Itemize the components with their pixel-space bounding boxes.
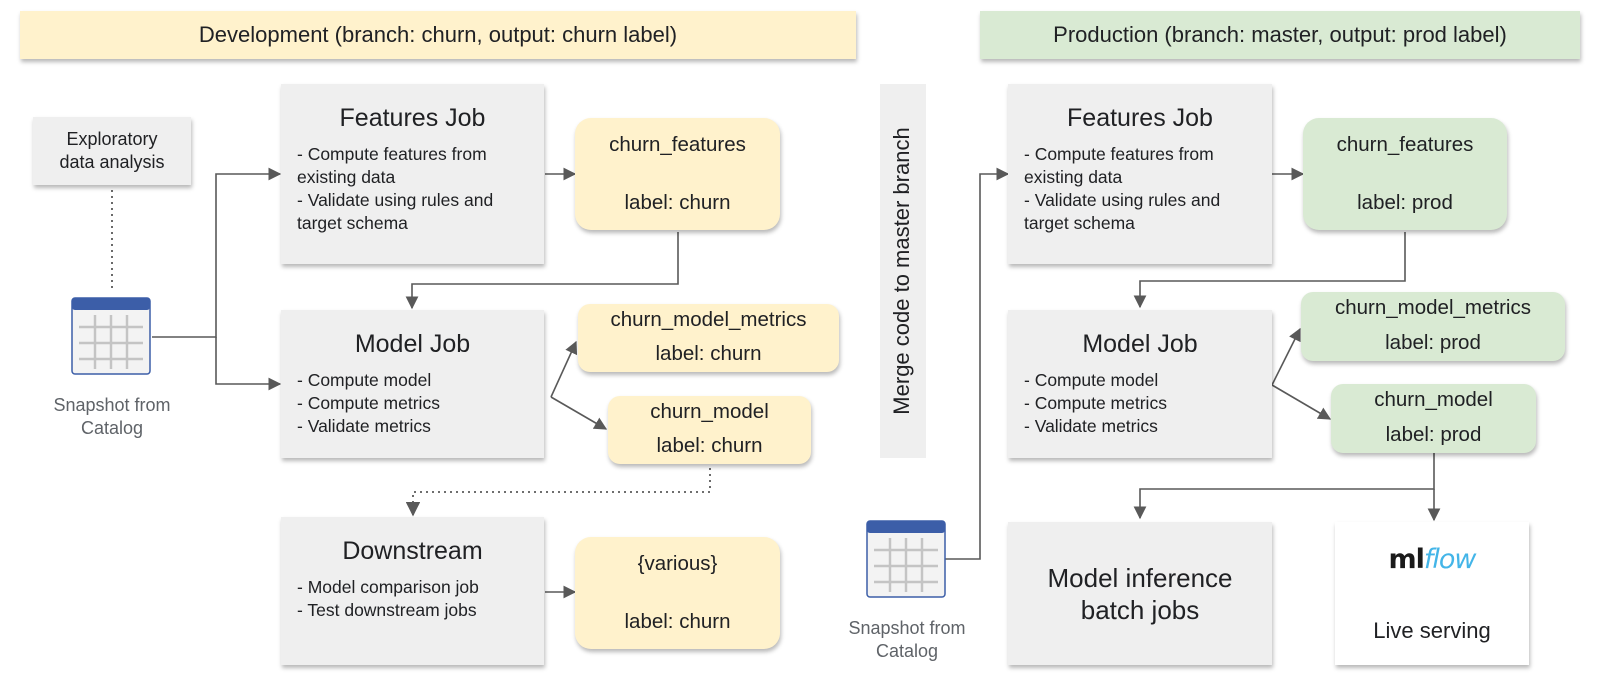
features-job-line: - Validate using rules and [1024, 190, 1221, 210]
eda-line-1: Exploratory [66, 129, 158, 149]
connector-snapshot-to-model [215, 337, 282, 391]
connector-prod-churn-model-to-inference [1133, 453, 1435, 520]
downstream-line: - Model comparison job [297, 577, 479, 597]
connector-prod-model-to-metrics [1271, 327, 1301, 386]
live-serving-box[interactable]: mlflow Live serving [1335, 522, 1529, 665]
features-job-line: - Compute features from [1024, 144, 1214, 164]
connector-model-to-metrics [550, 340, 578, 398]
downstream-lines: - Model comparison job - Test downstream… [297, 576, 528, 622]
model-job-line: - Compute metrics [1024, 393, 1167, 413]
prod-model-job-box[interactable]: Model Job - Compute model - Compute metr… [1008, 310, 1272, 458]
features-job-line: - Validate using rules and [297, 190, 494, 210]
artifact-label: label: churn [624, 191, 731, 214]
artifact-name: churn_features [609, 133, 746, 156]
artifact-name: churn_features [1336, 133, 1474, 156]
mlflow-logo-icon: mlflow [1388, 544, 1477, 575]
artifact-label: label: churn [655, 342, 762, 365]
churn-features-artifact[interactable]: churn_features label: churn [575, 118, 780, 230]
features-job-line: existing data [1024, 167, 1123, 187]
eda-line-2: data analysis [59, 152, 165, 172]
merge-label: Merge code to master branch [889, 127, 914, 415]
snapshot-caption: Snapshot from Catalog [32, 394, 192, 440]
artifact-label: label: prod [1385, 331, 1481, 354]
model-job-lines: - Compute model - Compute metrics - Vali… [1024, 369, 1256, 438]
prod-churn-model-metrics-artifact[interactable]: churn_model_metrics label: prod [1301, 292, 1565, 361]
features-job-line: target schema [1024, 213, 1135, 233]
artifact-name: churn_model [1374, 388, 1493, 411]
snapshot-caption-line-1: Snapshot from [848, 618, 966, 638]
artifact-name: churn_model_metrics [1335, 296, 1531, 319]
model-job-line: - Compute model [297, 370, 432, 390]
artifact-name: churn_model_metrics [610, 308, 807, 331]
production-banner: Production (branch: master, output: prod… [980, 11, 1580, 59]
prod-snapshot-caption: Snapshot from Catalog [827, 617, 987, 663]
features-job-line: - Compute features from [297, 144, 487, 164]
model-job-line: - Compute model [1024, 370, 1159, 390]
inference-line-1: Model inference [1047, 562, 1233, 593]
model-job-lines: - Compute model - Compute metrics - Vali… [297, 369, 528, 438]
downstream-box[interactable]: Downstream - Model comparison job - Test… [281, 517, 544, 665]
downstream-line: - Test downstream jobs [297, 600, 477, 620]
artifact-name: churn_model [650, 400, 769, 423]
downstream-title: Downstream [342, 537, 483, 565]
artifact-name: {various} [637, 552, 718, 575]
table-icon[interactable] [71, 297, 153, 377]
model-inference-box[interactable]: Model inference batch jobs [1008, 522, 1272, 665]
features-job-title: Features Job [339, 104, 486, 132]
connector-snapshot-to-features [152, 167, 282, 338]
model-job-title: Model Job [354, 330, 471, 358]
snapshot-caption-line-2: Catalog [875, 641, 939, 661]
features-job-line: existing data [297, 167, 396, 187]
features-job-box[interactable]: Features Job - Compute features from exi… [281, 84, 544, 264]
features-job-lines: - Compute features from existing data - … [297, 143, 528, 235]
churn-model-metrics-artifact[interactable]: churn_model_metrics label: churn [578, 304, 839, 372]
live-serving-label: Live serving [1373, 618, 1491, 643]
merge-box: Merge code to master branch [880, 84, 926, 458]
model-job-line: - Compute metrics [297, 393, 440, 413]
inference-line-2: batch jobs [1080, 594, 1200, 625]
features-job-lines: - Compute features from existing data - … [1024, 143, 1256, 235]
snapshot-caption-line-1: Snapshot from [53, 395, 171, 415]
artifact-label: label: prod [1357, 191, 1453, 214]
connector-prod-model-to-churn-model [1271, 384, 1332, 420]
artifact-label: label: churn [624, 610, 731, 633]
table-icon[interactable] [866, 520, 948, 600]
model-job-title: Model Job [1082, 330, 1198, 358]
model-job-line: - Validate metrics [1024, 416, 1158, 436]
connector-churn-model-to-downstream [405, 468, 711, 517]
model-job-line: - Validate metrics [297, 416, 431, 436]
connector-prod-churn-features-to-model [1133, 232, 1406, 309]
model-job-box[interactable]: Model Job - Compute model - Compute metr… [281, 310, 544, 458]
connector-churn-features-to-model [405, 232, 679, 310]
features-job-title: Features Job [1067, 104, 1213, 132]
prod-features-job-box[interactable]: Features Job - Compute features from exi… [1008, 84, 1272, 264]
development-banner: Development (branch: churn, output: chur… [20, 11, 856, 59]
production-banner-text: Production (branch: master, output: prod… [1053, 22, 1507, 47]
connector-model-to-churn-model [550, 396, 608, 430]
various-artifact[interactable]: {various} label: churn [575, 537, 780, 649]
features-job-line: target schema [297, 213, 408, 233]
churn-model-artifact[interactable]: churn_model label: churn [608, 396, 811, 464]
artifact-label: label: churn [656, 434, 763, 457]
snapshot-caption-line-2: Catalog [80, 418, 144, 438]
prod-churn-features-artifact[interactable]: churn_features label: prod [1303, 118, 1507, 230]
connector-prod-snapshot-to-features [945, 167, 1010, 560]
prod-churn-model-artifact[interactable]: churn_model label: prod [1331, 384, 1536, 453]
development-banner-text: Development (branch: churn, output: chur… [198, 22, 678, 47]
exploratory-analysis-box[interactable]: Exploratory data analysis [33, 117, 191, 185]
artifact-label: label: prod [1385, 423, 1482, 446]
